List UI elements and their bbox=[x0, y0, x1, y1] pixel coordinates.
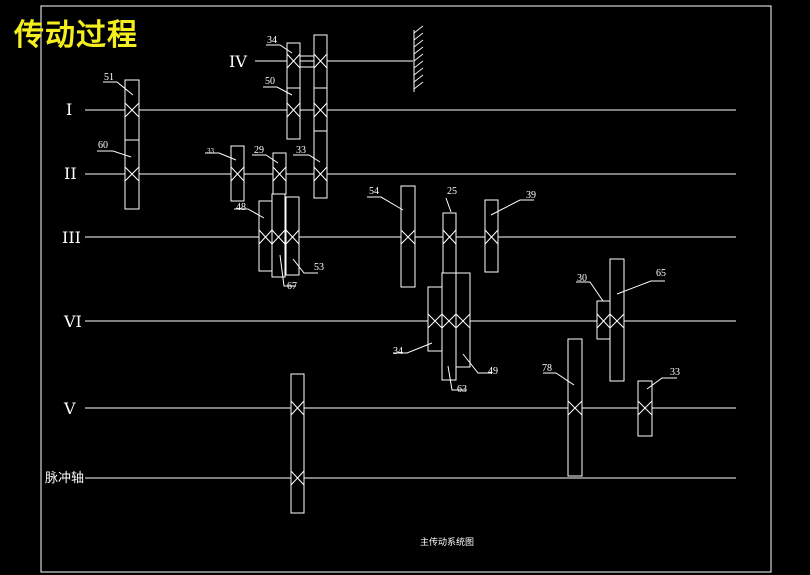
gear-label-78: 78 bbox=[542, 363, 552, 374]
gear-label-60: 60 bbox=[98, 140, 108, 151]
shaft-label-VI: VI bbox=[64, 312, 82, 331]
gear-78 bbox=[567, 338, 583, 477]
gear-51 bbox=[124, 79, 140, 141]
gear-label-30: 30 bbox=[577, 273, 587, 284]
gear-label-65: 65 bbox=[656, 268, 666, 279]
frame-border bbox=[40, 5, 772, 573]
gear-label-49: 49 bbox=[488, 366, 498, 377]
gear-label-63: 63 bbox=[457, 384, 467, 395]
gear-54 bbox=[400, 185, 416, 288]
shaft-label-V: V bbox=[64, 399, 76, 418]
gear-34-shaft-VI bbox=[427, 286, 443, 352]
gear-label-53: 53 bbox=[314, 262, 324, 273]
gear-63 bbox=[441, 272, 457, 381]
gear-65 bbox=[609, 258, 625, 382]
gear-33-shaft-II bbox=[313, 130, 328, 199]
gear-50 bbox=[286, 87, 301, 140]
gear-39 bbox=[484, 199, 499, 273]
gear-29 bbox=[272, 152, 287, 195]
gear-block-upper-right bbox=[300, 34, 328, 132]
leader-lines bbox=[97, 44, 677, 391]
gear-34-shaft-IV bbox=[286, 42, 301, 89]
gear-60 bbox=[124, 139, 140, 210]
gear-label-38: 33 bbox=[207, 147, 214, 155]
gear-48 bbox=[258, 200, 273, 272]
gear-67 bbox=[271, 193, 286, 278]
gear-49 bbox=[455, 272, 471, 368]
gear-pulse-shaft bbox=[290, 373, 305, 514]
gear-label-67: 67 bbox=[287, 281, 297, 292]
gear-label-48: 48 bbox=[236, 202, 246, 213]
gear-label-25: 25 bbox=[447, 186, 457, 197]
gear-label-29: 29 bbox=[254, 145, 264, 156]
gear-label-34-lower: 34 bbox=[393, 346, 403, 357]
shaft-label-I: I bbox=[66, 100, 73, 119]
shaft-label-III: III bbox=[62, 228, 81, 247]
gear-label-33-lower: 33 bbox=[670, 367, 680, 378]
gear-label-50: 50 bbox=[265, 76, 275, 87]
shaft-label-pulse: 脉冲轴 bbox=[45, 471, 85, 486]
gear-38 bbox=[230, 145, 245, 202]
gear-30 bbox=[596, 300, 611, 340]
gear-label-51: 51 bbox=[104, 72, 114, 83]
gear-53 bbox=[285, 196, 300, 276]
shaft-label-IV: IV bbox=[229, 52, 247, 71]
gear-label-33-upper: 33 bbox=[296, 145, 306, 156]
gear-25 bbox=[442, 212, 457, 274]
fixed-support bbox=[413, 25, 424, 92]
page-title: 传动过程 bbox=[14, 18, 138, 53]
gear-label-34-top: 34 bbox=[267, 35, 277, 46]
shaft-label-II: II bbox=[64, 164, 77, 183]
diagram-caption: 主传动系统图 bbox=[420, 538, 475, 548]
gear-label-39: 39 bbox=[526, 190, 536, 201]
gear-label-54: 54 bbox=[369, 186, 379, 197]
gear-33-shaft-V bbox=[637, 380, 653, 437]
